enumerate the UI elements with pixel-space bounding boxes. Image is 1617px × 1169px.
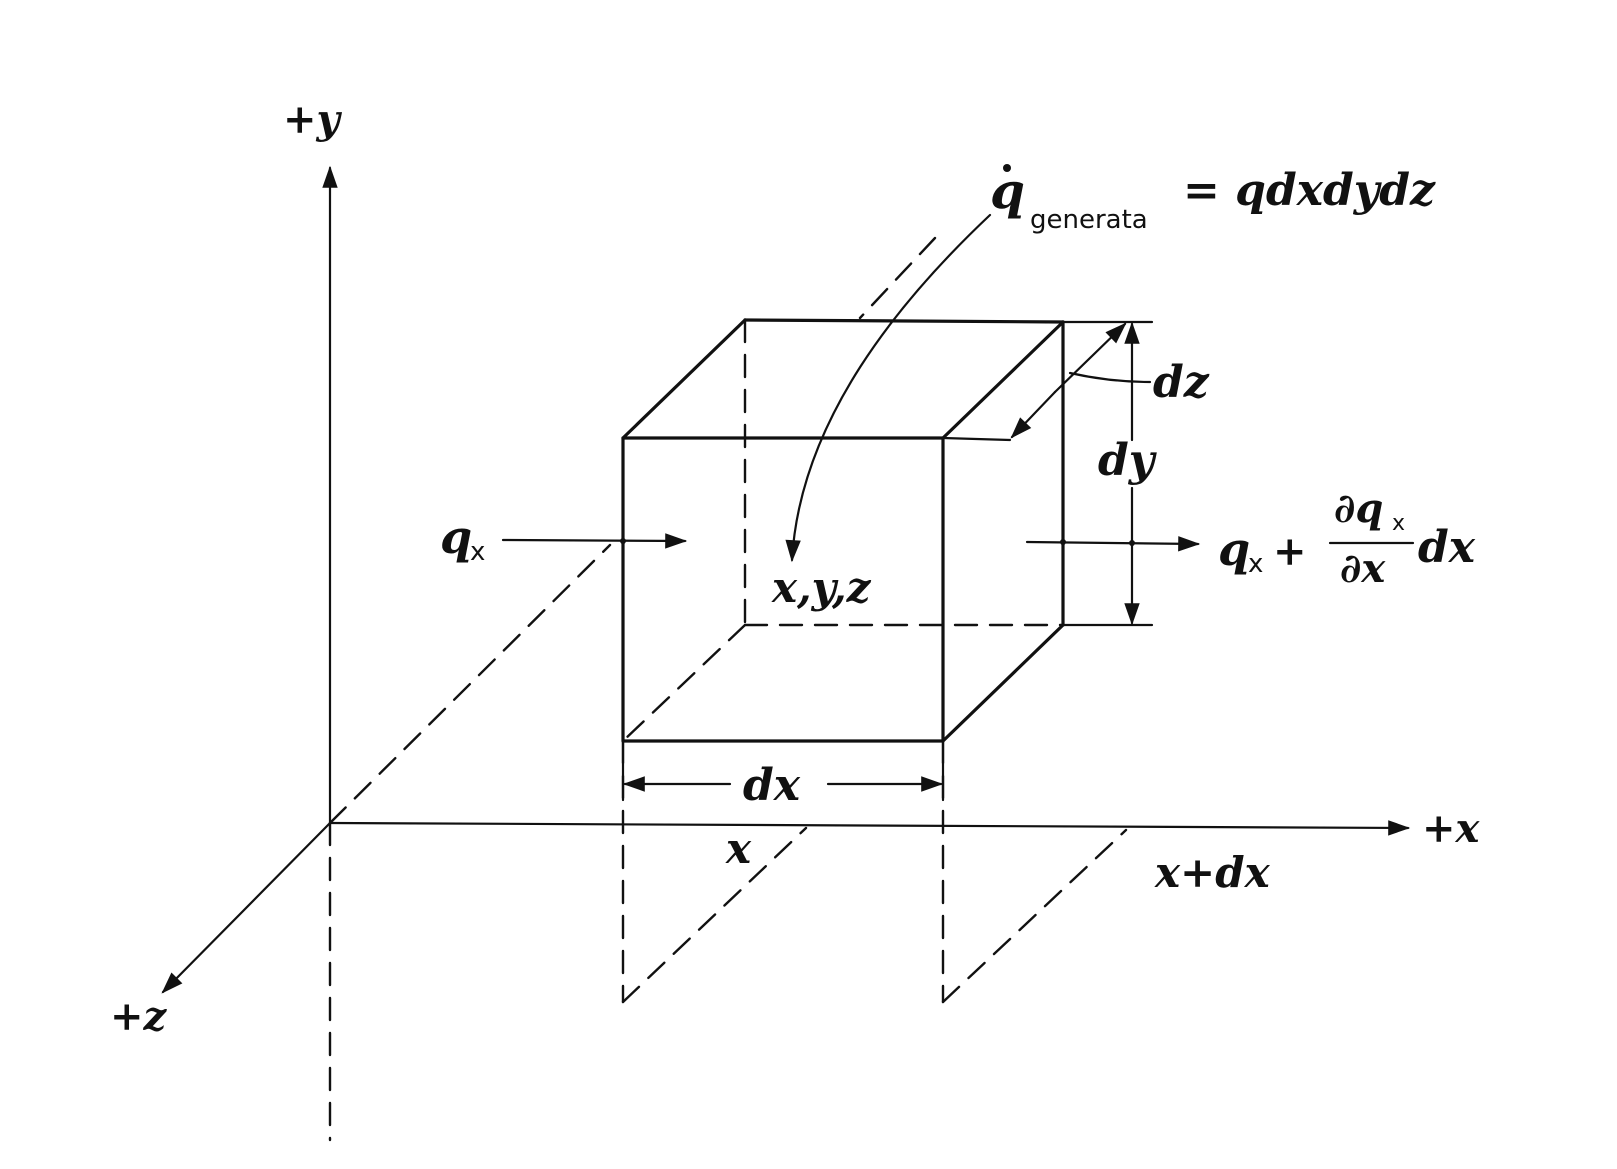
- cube-bottom-right-edge: [941, 623, 1065, 743]
- y-axis-label: +y: [283, 96, 343, 143]
- inlet-q-subscript: x: [470, 537, 485, 567]
- outlet-flux-expression: q x + ∂q x ∂x dx: [1218, 485, 1476, 592]
- inlet-q-symbol: q: [440, 510, 472, 564]
- generation-dashed-back: [858, 236, 937, 320]
- q-generated-subscript: generata: [1030, 205, 1148, 235]
- z-axis-label: +z: [110, 993, 168, 1040]
- dz-label: dz: [1153, 357, 1210, 408]
- cube-top-back-edge: [743, 318, 1065, 324]
- z-axis: [161, 821, 332, 994]
- dz-arrow-front: [1010, 390, 1057, 439]
- dy-label: dy: [1098, 435, 1158, 486]
- outlet-q-symbol: q: [1218, 522, 1250, 576]
- point-label: x,y,z: [771, 563, 872, 612]
- projection-x-plus-dx-diagonal: [941, 828, 1128, 1004]
- partial-numerator-subscript: x: [1392, 511, 1405, 536]
- x-position-label: x: [725, 824, 752, 873]
- q-dot: [1003, 164, 1011, 172]
- x-plus-dx-label: x+dx: [1154, 848, 1271, 897]
- cube-top-right-edge: [941, 320, 1065, 440]
- dx-dimension: [621, 739, 945, 802]
- x-axis-label: +x: [1422, 805, 1481, 852]
- outlet-flux-dot-2: [1129, 540, 1135, 546]
- inlet-flux-arrow: [501, 533, 688, 549]
- partial-numerator: ∂q: [1334, 485, 1383, 532]
- q-generated-symbol: q: [990, 161, 1025, 220]
- z-axis-dashed-extension: [328, 543, 612, 825]
- outlet-q-subscript: x: [1248, 549, 1263, 579]
- cube-hidden-bottom-left-edge: [621, 623, 747, 743]
- volume-element-cube: [621, 318, 1065, 743]
- coordinate-axes: [161, 165, 1411, 1142]
- outlet-flux-arrow: [1025, 536, 1201, 552]
- generation-arrow-curve: [785, 213, 992, 563]
- dy-dimension: [1061, 320, 1154, 627]
- dx-label: dx: [743, 760, 801, 811]
- x-axis: [328, 820, 1411, 836]
- inlet-flux-crossing-dot: [620, 538, 626, 544]
- outlet-dx: dx: [1418, 522, 1476, 573]
- dz-dimension: [941, 322, 1152, 442]
- x-projections: [621, 739, 1128, 1004]
- dz-extension: [941, 436, 1012, 442]
- dz-leader: [1068, 371, 1152, 384]
- projection-x-diagonal: [621, 826, 808, 1004]
- cube-front-face: [621, 436, 945, 743]
- partial-denominator: ∂x: [1340, 545, 1386, 592]
- outlet-flux-dot-1: [1060, 539, 1066, 545]
- outlet-plus: +: [1273, 528, 1307, 575]
- inlet-heat-flux: [501, 533, 688, 549]
- heat-generation-leader: [785, 213, 992, 563]
- outlet-heat-flux: [1025, 536, 1415, 552]
- q-generated-formula: = qdxdydz: [1183, 165, 1436, 216]
- generated-heat-label: q generata = qdxdydz: [990, 161, 1436, 235]
- cube-top-left-edge: [621, 318, 747, 440]
- dz-arrow-back: [1053, 322, 1127, 394]
